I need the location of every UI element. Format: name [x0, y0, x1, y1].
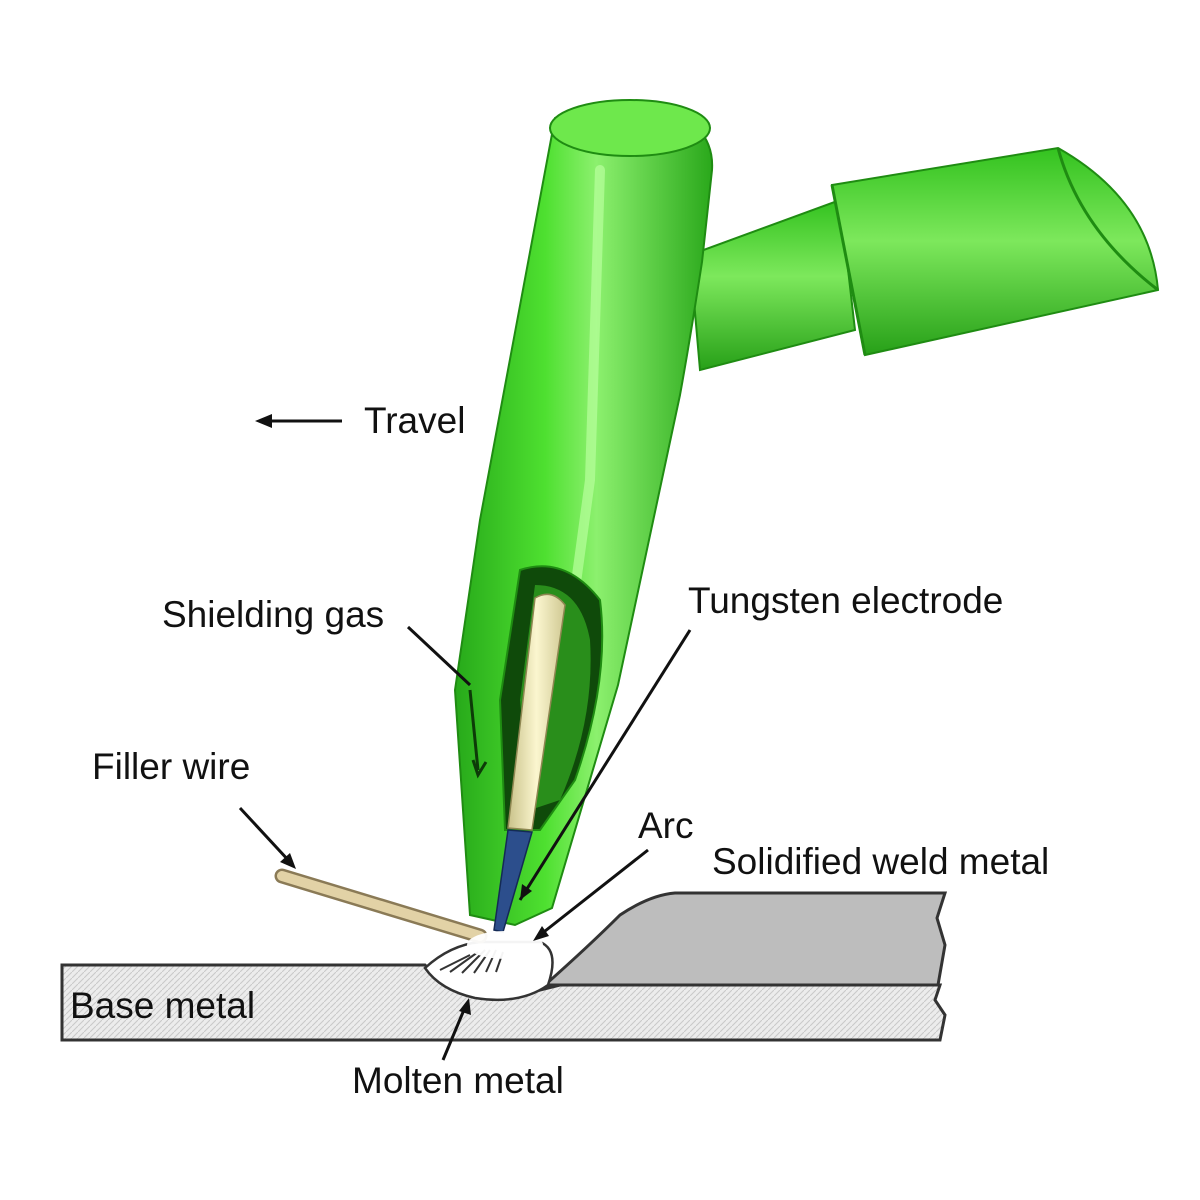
- label-tungsten-electrode: Tungsten electrode: [688, 580, 1003, 621]
- labels: Travel Shielding gas Tungsten electrode …: [70, 400, 1049, 1101]
- workpiece: [60, 891, 948, 1042]
- label-solidified-weld-metal: Solidified weld metal: [712, 841, 1049, 882]
- travel-arrow: [255, 414, 342, 428]
- torch-arm: [688, 198, 857, 372]
- label-travel: Travel: [364, 400, 465, 441]
- label-filler-wire: Filler wire: [92, 746, 250, 787]
- leader-lines: [238, 625, 692, 1061]
- welding-torch: [453, 99, 1160, 933]
- solidified-weld-bead: [541, 891, 948, 987]
- tungsten-electrode: [507, 593, 566, 831]
- torch-handle: [830, 146, 1160, 357]
- label-molten-metal: Molten metal: [352, 1060, 564, 1101]
- label-base-metal: Base metal: [70, 985, 255, 1026]
- arc-glow: [467, 931, 543, 959]
- label-shielding-gas: Shielding gas: [162, 594, 384, 635]
- label-arc: Arc: [638, 805, 694, 846]
- shielding-gas-flow: [468, 689, 488, 779]
- filler-wire: [274, 868, 488, 944]
